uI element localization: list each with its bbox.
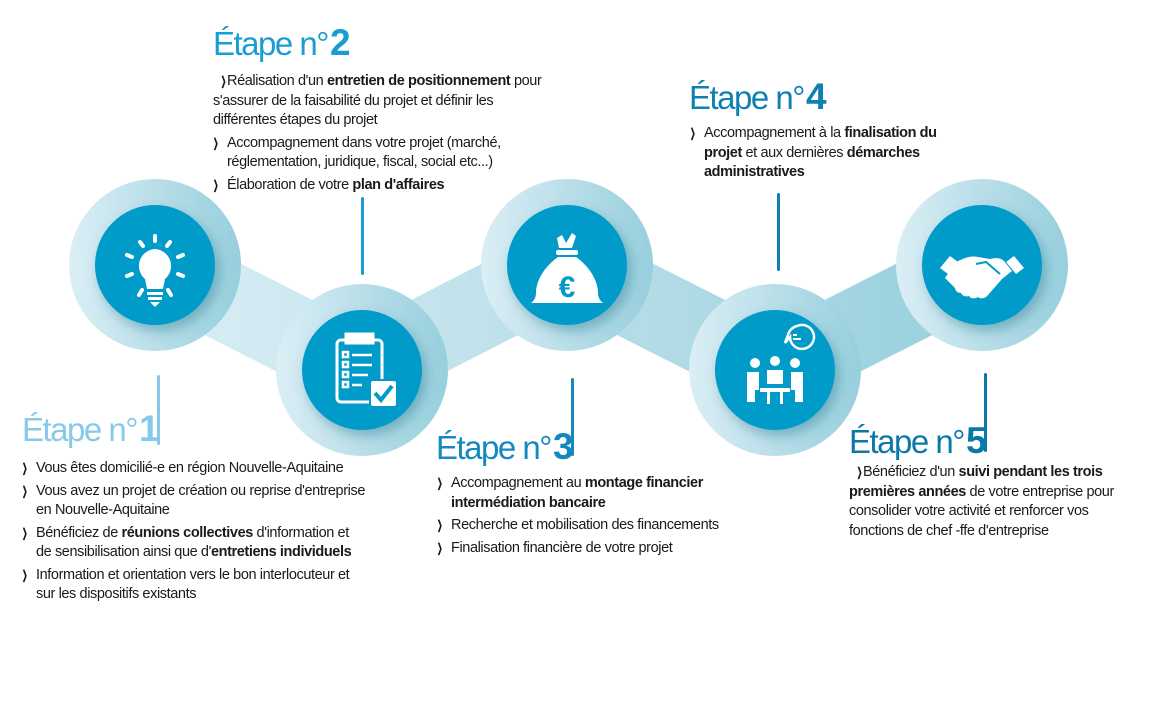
step-3-connector-line	[571, 378, 574, 456]
step-number: 3	[552, 426, 574, 467]
bullet-text: pour s'assurer de la faisabilité du proj…	[213, 73, 542, 128]
step-4-bullets: Accompagnement à la finalisation du proj…	[690, 124, 950, 186]
bullet-text-bold: montage financier intermédiation bancair…	[451, 475, 703, 511]
bullet-item: Recherche et mobilisation des financemen…	[437, 516, 732, 536]
step-5-title: Étape n°5	[849, 420, 987, 461]
step-5-connector-line	[984, 373, 987, 452]
step-1-title: Étape n°1	[22, 408, 160, 449]
step-4-title: Étape n°4	[689, 76, 827, 117]
bullet-text: de votre entreprise pour consolider votr…	[849, 483, 1114, 539]
bullet-text: Finalisation financière de votre projet	[451, 539, 673, 556]
bullet-item: Information et orientation vers le bon i…	[22, 566, 367, 605]
lightbulb-icon	[125, 234, 185, 307]
bullet-text: Réalisation d'un	[227, 73, 327, 89]
bullet-text-bold: entretien de positionnement	[326, 73, 511, 89]
bullet-item: Accompagnement dans votre projet (marché…	[213, 134, 548, 173]
step-2-connector-line	[361, 197, 364, 275]
step-number: 5	[965, 420, 987, 461]
bullet-text: Recherche et mobilisation des financemen…	[451, 517, 719, 533]
bullet-item: Bénéficiez de réunions collectives d'inf…	[22, 524, 367, 563]
bullet-text: Élaboration de votre	[227, 176, 353, 193]
bullet-item: Vous avez un projet de création ou repri…	[22, 482, 367, 521]
bullet-text-bold: entretiens individuels	[210, 544, 352, 560]
step-label: Étape n°	[436, 429, 552, 466]
step-number: 1	[138, 408, 160, 449]
step-label: Étape n°	[213, 25, 329, 62]
bullet-item: Bénéficiez d'un suivi pendant les trois …	[849, 463, 1139, 541]
bullet-text: Information et orientation vers le bon i…	[36, 566, 350, 603]
bullet-text: Bénéficiez de	[36, 524, 122, 541]
bullet-item: Réalisation d'un entretien de positionne…	[213, 72, 548, 131]
bullet-text: Vous êtes domicilié-e en région Nouvelle…	[36, 460, 344, 476]
bullet-text: et aux dernières	[741, 144, 847, 161]
bullet-text: Vous avez un projet de création ou repri…	[36, 482, 365, 519]
bullet-text-bold: démarches administratives	[704, 144, 920, 181]
bullet-text: Bénéficiez d'un	[863, 464, 959, 480]
bullet-item: Vous êtes domicilié-e en région Nouvelle…	[22, 459, 367, 479]
step-label: Étape n°	[849, 423, 965, 460]
bullet-text-bold: suivi pendant les trois premières années	[849, 464, 1103, 500]
bullet-text: d'information et de sensibilisation ains…	[36, 524, 349, 561]
step-label: Étape n°	[22, 411, 138, 448]
bullet-text-bold: réunions collectives	[121, 524, 254, 541]
step-number: 2	[329, 22, 351, 63]
step-label: Étape n°	[689, 79, 805, 116]
checklist-icon	[335, 332, 398, 408]
step-number: 4	[805, 76, 827, 117]
step-3-bullets: Accompagnement au montage financier inte…	[437, 474, 732, 561]
step-1-bullets: Vous êtes domicilié-e en région Nouvelle…	[22, 459, 367, 608]
step-2-bullets: Réalisation d'un entretien de positionne…	[213, 72, 548, 198]
bullet-text-bold: finalisation du projet	[704, 125, 937, 161]
step-3-title: Étape n°3	[436, 426, 574, 467]
step-4-connector-line	[777, 193, 780, 271]
bullet-text: Accompagnement dans votre projet (marché…	[227, 134, 501, 171]
step-2-circle	[302, 310, 422, 430]
handshake-icon	[940, 256, 1024, 299]
bullet-text: Accompagnement à la	[704, 125, 845, 141]
bullet-item: Accompagnement au montage financier inte…	[437, 474, 732, 513]
bullet-item: Élaboration de votre plan d'affaires	[213, 176, 548, 196]
step-2-title: Étape n°2	[213, 22, 351, 63]
meeting-people-icon	[747, 323, 816, 404]
bullet-item: Finalisation financière de votre projet	[437, 539, 732, 559]
bullet-text: Accompagnement au	[451, 475, 585, 491]
svg-text:€: €	[559, 271, 576, 304]
bullet-text-bold: plan d'affaires	[352, 176, 445, 193]
step-1-connector-line	[157, 375, 160, 445]
bullet-item: Accompagnement à la finalisation du proj…	[690, 124, 950, 183]
euro-money-bag-icon: €	[531, 233, 603, 304]
step-5-bullets: Bénéficiez d'un suivi pendant les trois …	[849, 463, 1139, 544]
